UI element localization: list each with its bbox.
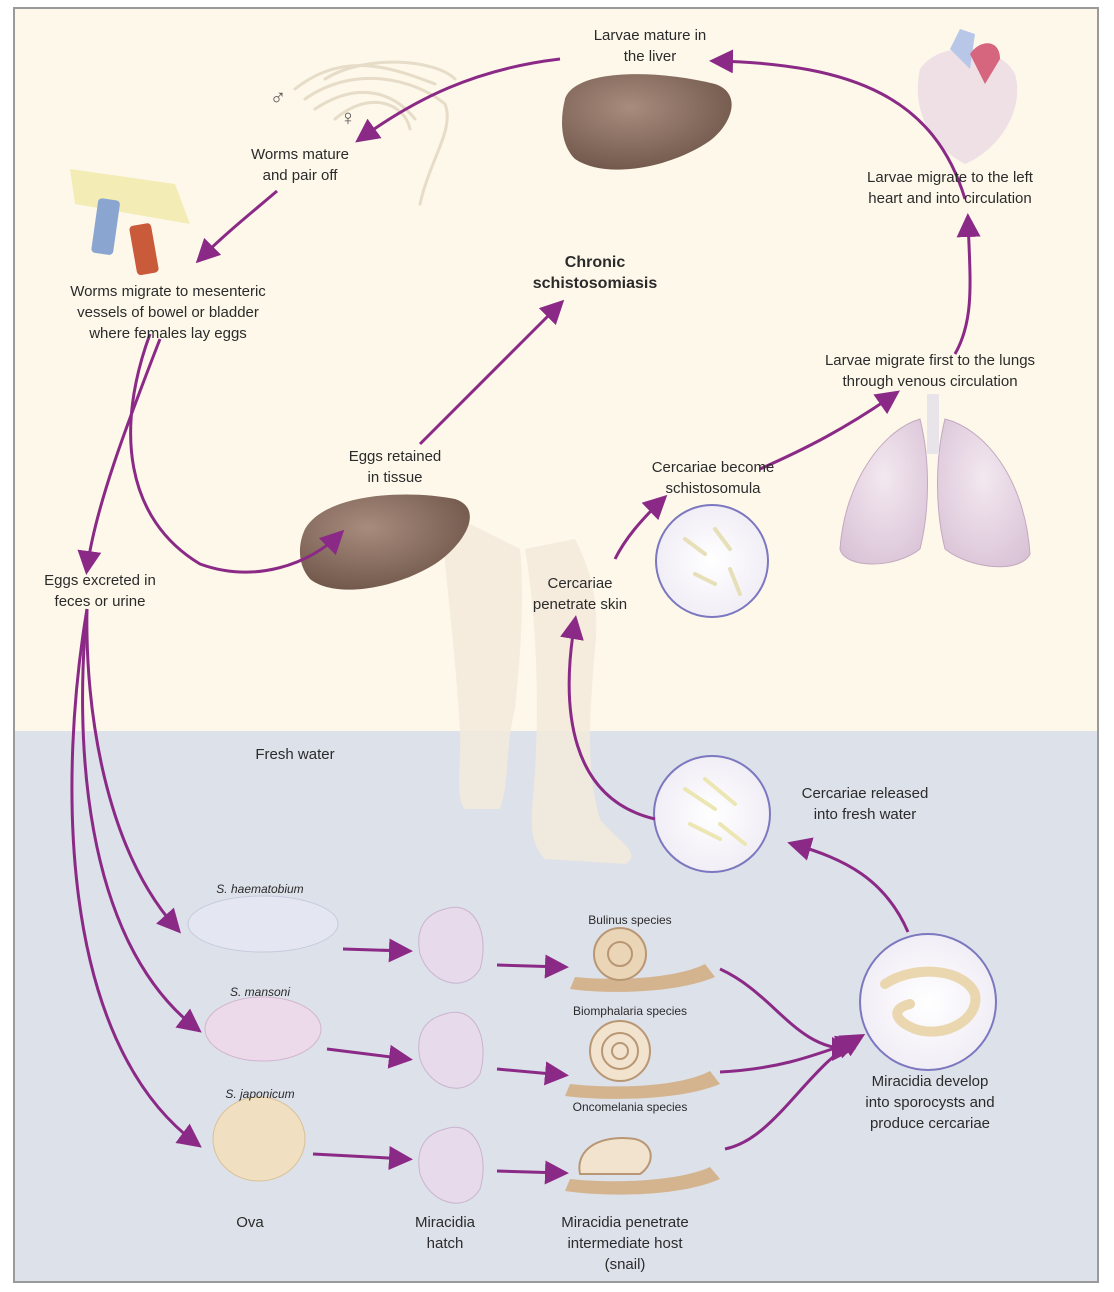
arrow-miracidium2-to-snail [496, 1061, 569, 1086]
snail-oncomelania [565, 1137, 720, 1195]
arrow-worms-to-mesenteric [195, 189, 278, 264]
ovum-mansoni [204, 996, 322, 1062]
arrow-ovum3-to-miracidium [312, 1146, 413, 1171]
label-eggs-retained: Eggs retained in tissue [348, 448, 442, 486]
label-mansoni: S. mansoni [229, 985, 291, 999]
label-sporocysts: Miracidia develop into sporocysts and pr… [865, 1073, 995, 1132]
miracidium-2 [418, 1011, 484, 1089]
label-chronic: Chronic schistosomiasis [532, 254, 658, 292]
cercariae-released-circle [653, 755, 771, 873]
miracidia-illustrations [418, 906, 484, 1204]
illustration-layer [70, 29, 1031, 1204]
arrow-excreted-to-haematobium [85, 608, 182, 934]
arrow-excreted-to-japonicum [70, 608, 202, 1148]
label-cercariae-released: Cercariae released into fresh water [801, 785, 929, 823]
label-oncomelania: Oncomelania species [572, 1100, 688, 1114]
heart-illustration [917, 29, 1018, 164]
label-larvae-liver: Larvae mature in the liver [593, 27, 707, 65]
label-schistosomula: Cercariae become schistosomula [651, 459, 775, 497]
snail-bulinus [570, 927, 715, 992]
label-fresh-water: Fresh water [255, 746, 335, 763]
human-legs-illustration [440, 509, 632, 864]
arrow-snail3-to-sporocyst [724, 1033, 866, 1151]
arrow-ovum2-to-miracidium [326, 1044, 413, 1069]
snail-biomphalaria [565, 1020, 720, 1099]
male-symbol-icon: ♂ [269, 85, 287, 110]
schistosomula-circle [655, 504, 769, 618]
arrow-released-to-skin [560, 615, 656, 821]
snail-illustrations [565, 927, 720, 1195]
label-japonicum: S. japonicum [225, 1087, 295, 1101]
bowel-illustration [70, 169, 190, 276]
arrow-retained-to-chronic [418, 299, 565, 446]
miracidium-1 [418, 906, 484, 984]
ovum-japonicum [212, 1096, 306, 1182]
lungs-illustration [839, 394, 1031, 568]
arrow-mesenteric-down [77, 338, 162, 575]
arrow-ovum1-to-miracidium [342, 938, 413, 963]
label-biomphalaria: Biomphalaria species [572, 1004, 688, 1018]
arrow-heart-to-liver [709, 49, 967, 200]
label-penetrate-skin: Cercariae penetrate skin [532, 575, 628, 613]
liver-top-illustration [562, 74, 732, 170]
label-heart: Larvae migrate to the left heart and int… [867, 169, 1033, 207]
liver-middle-illustration [299, 494, 470, 590]
label-bulinus: Bulinus species [588, 913, 672, 927]
cycle-arrows [70, 49, 981, 1185]
label-miracidia-penetrate: Miracidia penetrate intermediate host (s… [561, 1214, 689, 1273]
ovum-haematobium [187, 895, 339, 953]
arrow-miracidium1-to-snail [496, 954, 569, 979]
ova-illustrations [187, 895, 339, 1182]
sporocyst-circle [859, 933, 997, 1071]
arrow-lungs-to-heart [953, 213, 981, 355]
label-ova: Ova [236, 1214, 264, 1231]
label-miracidia-hatch: Miracidia hatch [414, 1214, 475, 1252]
label-haematobium: S. haematobium [216, 882, 304, 896]
diagram-frame: Larvae mature in the liver ♂ ♀ Worms mat… [13, 7, 1099, 1283]
female-symbol-icon: ♀ [339, 105, 357, 130]
label-lungs: Larvae migrate first to the lungs throug… [824, 352, 1036, 390]
label-worms-pair: Worms mature and pair off [250, 146, 350, 184]
worms-illustration [293, 60, 457, 206]
label-eggs-excreted: Eggs excreted in feces or urine [44, 572, 156, 610]
label-mesenteric: Worms migrate to mesenteric vessels of b… [70, 283, 266, 342]
arrow-liver-to-worms [355, 57, 561, 143]
arrow-excreted-to-mansoni [81, 608, 202, 1033]
arrow-sporocyst-to-released [787, 837, 910, 933]
arrow-miracidium3-to-snail [496, 1160, 569, 1185]
arrow-schistosomula-to-lungs [759, 390, 900, 471]
arrow-skin-to-schistosomula [613, 494, 668, 560]
arrow-snail1-to-sporocyst [719, 967, 856, 1061]
miracidium-3 [418, 1126, 484, 1204]
